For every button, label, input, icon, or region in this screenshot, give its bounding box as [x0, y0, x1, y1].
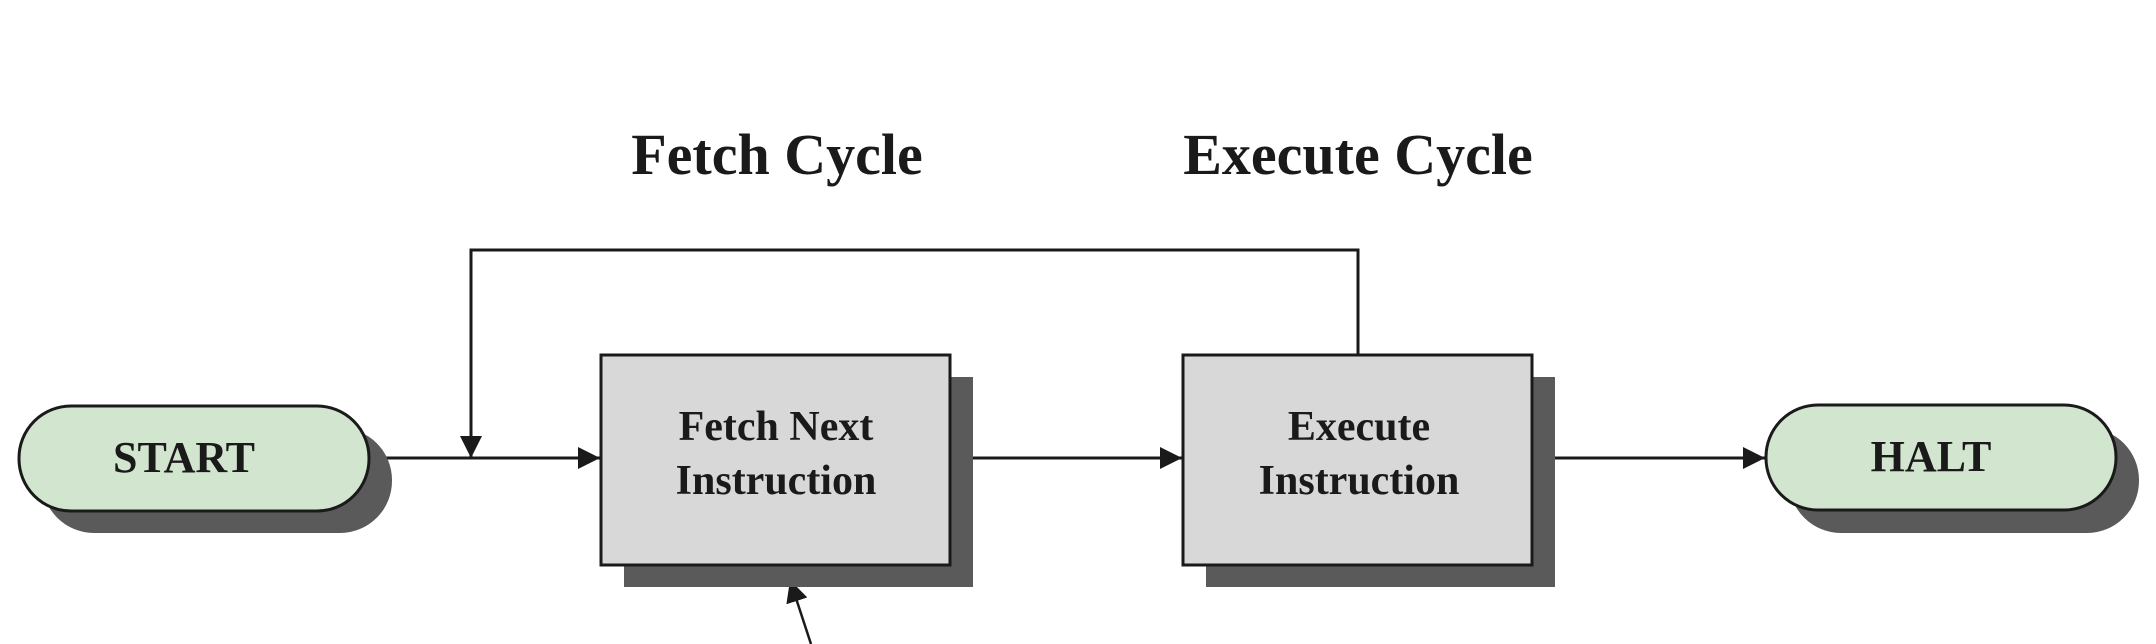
fetch-incoming-arrow [786, 579, 813, 644]
execute-cycle-heading: Execute Cycle [1183, 122, 1532, 187]
fetch-node: Fetch Next Instruction [599, 353, 973, 587]
execute-node-shape [1181, 353, 1534, 567]
execute-label-line2: Instruction [1259, 458, 1460, 504]
start-node-shape [17, 404, 371, 513]
fetch-cycle-heading: Fetch Cycle [631, 122, 922, 187]
start-node: START [17, 404, 392, 533]
loop-connector [469, 248, 1360, 448]
halt-node: HALT [1764, 403, 2139, 533]
execute-label-line1: Execute [1288, 404, 1430, 450]
execute-node: Execute Instruction [1181, 353, 1555, 587]
halt-label: HALT [1871, 432, 1992, 481]
start-label: START [113, 433, 255, 482]
halt-node-shape [1764, 403, 2118, 512]
fetch-label-line2: Instruction [676, 458, 877, 504]
fetch-node-shape [599, 353, 952, 567]
fetch-label-line1: Fetch Next [679, 404, 874, 450]
